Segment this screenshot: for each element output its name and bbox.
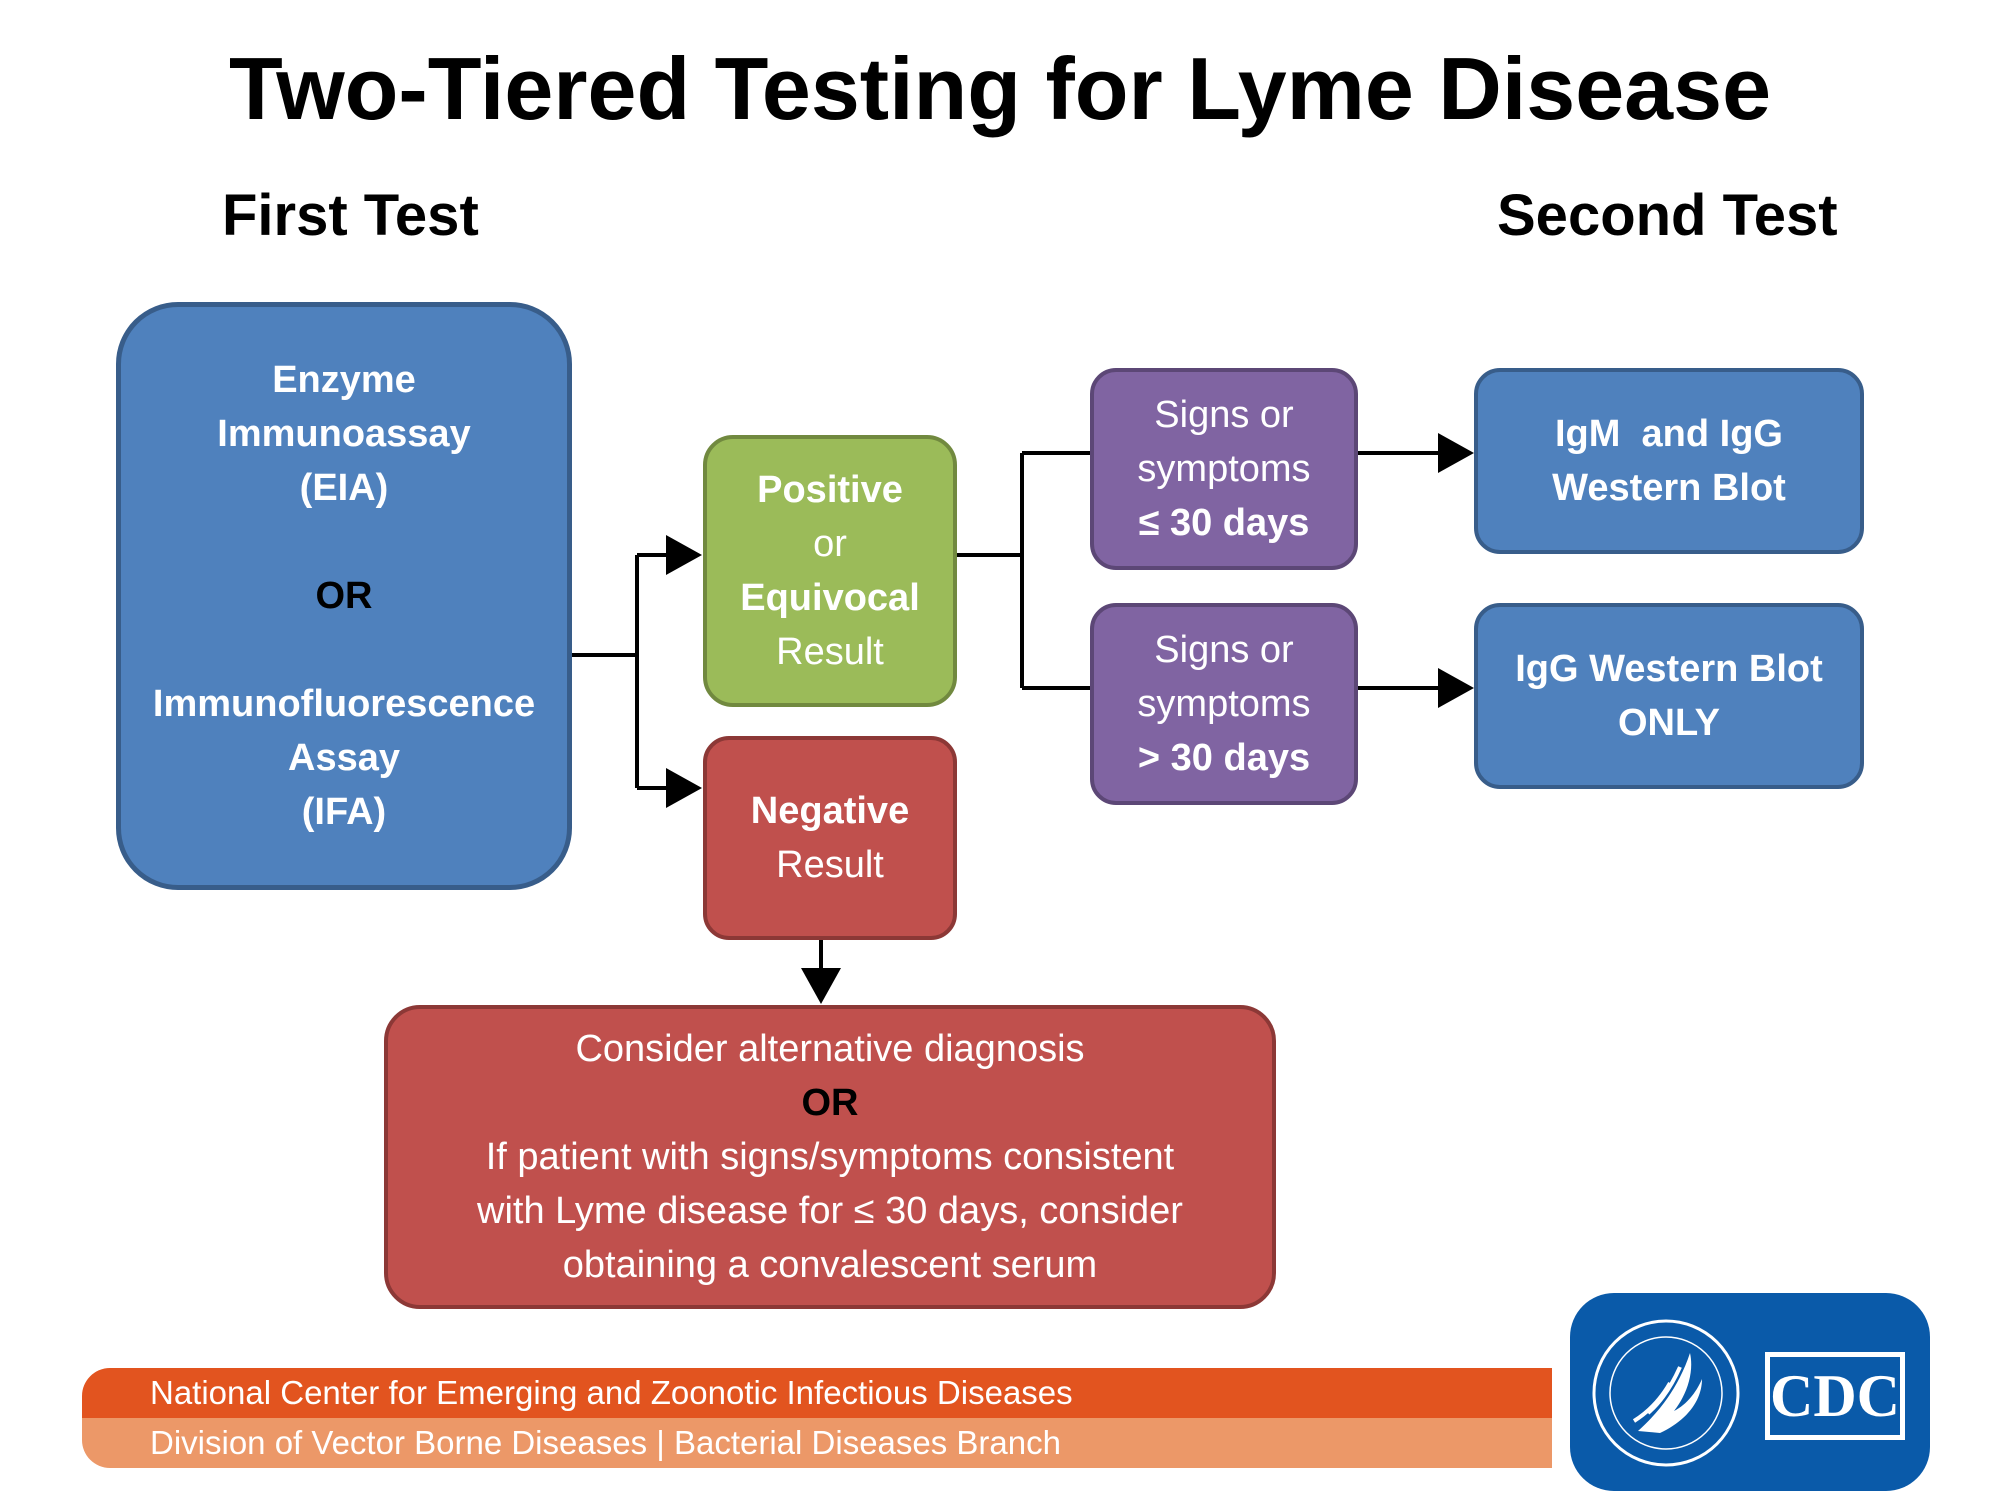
symptoms-label: symptoms bbox=[1137, 683, 1311, 725]
first-test-box: Enzyme Immunoassay (EIA) OR Immunofluore… bbox=[116, 302, 572, 890]
eia-label-line1: Enzyme bbox=[272, 359, 416, 401]
signs-label: Signs or bbox=[1154, 629, 1294, 671]
alternative-diagnosis-box: Consider alternative diagnosis OR If pat… bbox=[384, 1005, 1276, 1309]
positive-label: Positive bbox=[757, 469, 903, 511]
long-symptoms-box: Signs or symptoms > 30 days bbox=[1090, 603, 1358, 805]
cdc-logo: CDC bbox=[1570, 1293, 1930, 1491]
duration-label: > 30 days bbox=[1137, 737, 1311, 779]
alternative-line1: Consider alternative diagnosis bbox=[575, 1028, 1085, 1070]
igm-igg-western-blot-box: IgM and IgG Western Blot bbox=[1474, 368, 1864, 554]
igg-only-western-blot-box: IgG Western Blot ONLY bbox=[1474, 603, 1864, 789]
second-test-heading: Second Test bbox=[1497, 183, 1838, 248]
result-label: Result bbox=[776, 844, 884, 886]
result-label: Result bbox=[776, 631, 884, 673]
equivocal-label: Equivocal bbox=[740, 577, 920, 619]
igm-igg-label: IgM and IgG bbox=[1555, 413, 1783, 455]
alternative-line3: with Lyme disease for ≤ 30 days, conside… bbox=[477, 1190, 1183, 1232]
first-test-heading: First Test bbox=[222, 183, 479, 248]
footer-division-text: Division of Vector Borne Diseases | Bact… bbox=[150, 1424, 1061, 1461]
duration-label: ≤ 30 days bbox=[1138, 502, 1310, 544]
alternative-line4: obtaining a convalescent serum bbox=[562, 1244, 1098, 1286]
negative-result-box: Negative Result bbox=[703, 736, 957, 940]
or-label: OR bbox=[801, 1082, 859, 1124]
symptoms-label: symptoms bbox=[1137, 448, 1311, 490]
ifa-label-line1: Immunofluorescence bbox=[152, 683, 536, 725]
signs-label: Signs or bbox=[1154, 394, 1294, 436]
eia-label-line2: Immunoassay bbox=[217, 413, 471, 455]
igg-western-blot-label: IgG Western Blot bbox=[1515, 648, 1823, 690]
short-symptoms-box: Signs or symptoms ≤ 30 days bbox=[1090, 368, 1358, 570]
footer-center-text: National Center for Emerging and Zoonoti… bbox=[150, 1374, 1073, 1411]
eia-label-line3: (EIA) bbox=[299, 467, 389, 509]
positive-result-box: Positive or Equivocal Result bbox=[703, 435, 957, 707]
page-title: Two-Tiered Testing for Lyme Disease bbox=[228, 39, 1772, 138]
hhs-eagle-icon bbox=[1592, 1319, 1740, 1467]
alternative-line2: If patient with signs/symptoms consisten… bbox=[485, 1136, 1175, 1178]
only-label: ONLY bbox=[1617, 702, 1721, 744]
western-blot-label: Western Blot bbox=[1552, 467, 1786, 509]
footer-division-bar: Division of Vector Borne Diseases | Bact… bbox=[82, 1418, 1552, 1468]
or-label: or bbox=[813, 523, 847, 565]
ifa-label-line3: (IFA) bbox=[301, 791, 387, 833]
cdc-wordmark: CDC bbox=[1765, 1352, 1905, 1440]
or-label: OR bbox=[315, 575, 373, 617]
ifa-label-line2: Assay bbox=[288, 737, 400, 779]
footer-center-bar: National Center for Emerging and Zoonoti… bbox=[82, 1368, 1552, 1418]
negative-label: Negative bbox=[750, 790, 910, 832]
